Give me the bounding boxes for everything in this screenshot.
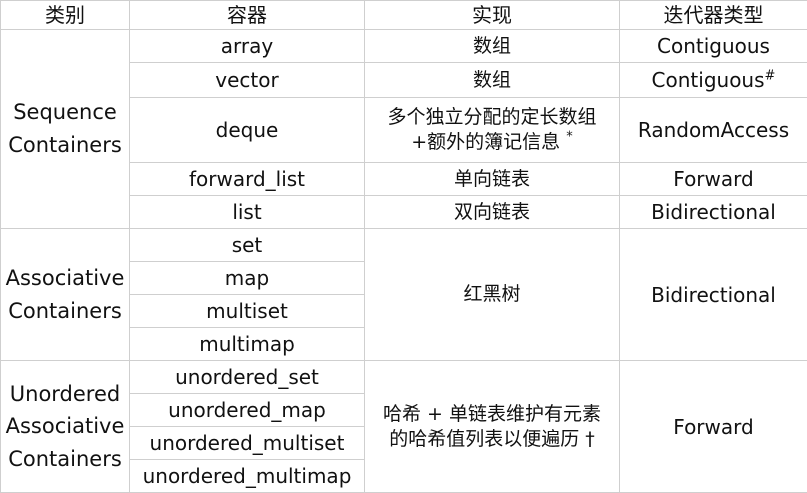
footnote-mark: † [585, 428, 595, 450]
container-name: deque [130, 98, 365, 163]
implementation-cell: 单向链表 [365, 163, 620, 196]
implementation-cell: 数组 [365, 30, 620, 63]
iterator-cell: Forward [620, 361, 807, 493]
iterator-cell: RandomAccess [620, 98, 807, 163]
header-category: 类别 [1, 1, 130, 30]
category-label: Sequence [13, 100, 117, 124]
implementation-cell: 哈希 + 单链表维护有元素 的哈希值列表以便遍历 † [365, 361, 620, 493]
container-name: unordered_set [130, 361, 365, 394]
iterator-label: Contiguous [652, 68, 765, 92]
header-implementation: 实现 [365, 1, 620, 30]
container-name: map [130, 262, 365, 295]
header-iterator: 迭代器类型 [620, 1, 807, 30]
iterator-cell: Contiguous [620, 30, 807, 63]
implementation-cell: 数组 [365, 63, 620, 98]
container-name: vector [130, 63, 365, 98]
implementation-line: 哈希 + 单链表维护有元素 [383, 403, 601, 425]
iterator-cell: Forward [620, 163, 807, 196]
table-row: Associative Containers set 红黑树 Bidirecti… [1, 229, 807, 262]
category-label: Containers [8, 299, 122, 323]
container-name: list [130, 196, 365, 229]
category-label: Containers [8, 133, 122, 157]
implementation-cell: 红黑树 [365, 229, 620, 361]
category-label: Containers [8, 447, 122, 471]
container-name: unordered_multiset [130, 427, 365, 460]
category-label: Associative [6, 414, 125, 438]
implementation-cell: 双向链表 [365, 196, 620, 229]
category-label: Associative [6, 266, 125, 290]
category-label: Unordered [10, 382, 120, 406]
container-name: unordered_map [130, 394, 365, 427]
category-unordered: Unordered Associative Containers [1, 361, 130, 493]
category-sequence: Sequence Containers [1, 30, 130, 229]
footnote-mark: * [566, 130, 573, 145]
implementation-cell: 多个独立分配的定长数组 +额外的簿记信息 * [365, 98, 620, 163]
footnote-mark: # [765, 68, 776, 83]
iterator-cell: Bidirectional [620, 229, 807, 361]
container-name: multiset [130, 295, 365, 328]
container-name: multimap [130, 328, 365, 361]
implementation-line: 多个独立分配的定长数组 [387, 106, 596, 128]
iterator-cell: Contiguous# [620, 63, 807, 98]
container-name: array [130, 30, 365, 63]
category-associative: Associative Containers [1, 229, 130, 361]
header-row: 类别 容器 实现 迭代器类型 [1, 1, 807, 30]
table-row: Unordered Associative Containers unorder… [1, 361, 807, 394]
implementation-line: +额外的簿记信息 [411, 131, 560, 153]
container-name: set [130, 229, 365, 262]
container-name: forward_list [130, 163, 365, 196]
container-name: unordered_multimap [130, 460, 365, 493]
table-row: Sequence Containers array 数组 Contiguous [1, 30, 807, 63]
header-container: 容器 [130, 1, 365, 30]
iterator-cell: Bidirectional [620, 196, 807, 229]
implementation-line: 的哈希值列表以便遍历 [389, 428, 579, 450]
